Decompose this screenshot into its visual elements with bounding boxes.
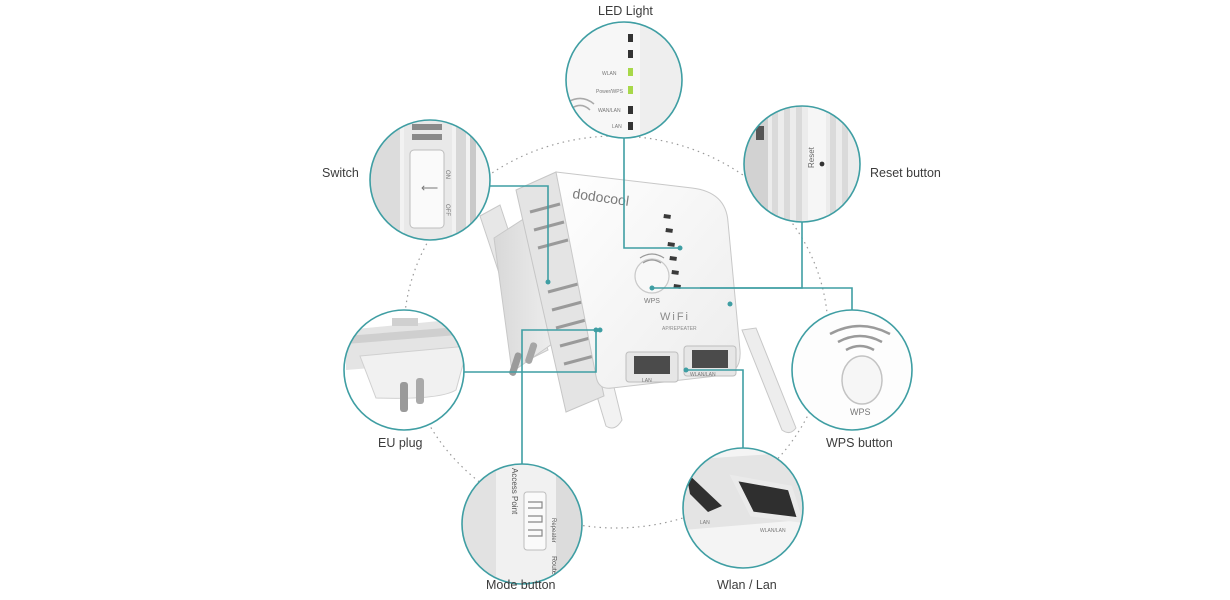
- router-device: dodocool WPS WiFi AP/REPEATER LAN WLAN/L…: [479, 171, 797, 434]
- led-wlan-label: WLAN: [602, 71, 617, 77]
- device-brand: dodocool: [572, 185, 631, 209]
- wlan-lan-panel: LAN WLAN/LAN: [682, 447, 804, 569]
- wps-button-face: [841, 355, 883, 405]
- reset-pinhole: [819, 161, 825, 167]
- reset-label: Reset: [807, 146, 816, 168]
- connector-lines: [464, 138, 853, 464]
- mode-router-label: Router: [550, 556, 557, 578]
- callout-reset-button: Reset button: [870, 166, 941, 180]
- eu-plug-panel: [343, 309, 465, 431]
- wlan-panel-right-label: WLAN/LAN: [760, 528, 786, 534]
- callout-switch: Switch: [322, 166, 359, 180]
- callout-led-light: LED Light: [598, 4, 653, 18]
- led-lan-label: LAN: [612, 124, 622, 130]
- callout-eu-plug: EU plug: [378, 436, 423, 450]
- device-wifi-label: WiFi: [660, 311, 690, 323]
- switch-off-label: OFF: [444, 204, 450, 216]
- callout-mode-button: Mode button: [486, 578, 556, 592]
- device-port-wlan-label: WLAN/LAN: [690, 372, 716, 378]
- led-power-wps-label: Power/WPS: [596, 89, 624, 95]
- device-port-wlan: WLAN/LAN: [683, 345, 737, 378]
- led-light-panel: WLAN Power/WPS WAN/LAN LAN: [565, 21, 683, 139]
- switch-panel: ⟵ ON OFF: [369, 119, 491, 241]
- callout-wps-button: WPS button: [826, 436, 893, 450]
- mode-button-panel: Access Point Repeater Router: [461, 463, 583, 585]
- wps-button-panel: WPS: [791, 309, 913, 431]
- mode-access-point-label: Access Point: [510, 468, 519, 515]
- wps-panel-label: WPS: [850, 407, 871, 417]
- device-port-lan: LAN: [625, 351, 679, 384]
- callout-wlan-lan: Wlan / Lan: [717, 578, 777, 592]
- mode-repeater-label: Repeater: [550, 518, 556, 543]
- device-model-text: AP/REPEATER: [662, 326, 697, 332]
- svg-text:⟵: ⟵: [421, 181, 438, 195]
- led-wan-lan-label: WAN/LAN: [598, 108, 621, 114]
- reset-button-panel: Reset: [743, 105, 861, 223]
- wlan-panel-left-label: LAN: [700, 520, 710, 526]
- device-wps-button: [634, 258, 670, 294]
- device-port-lan-label: LAN: [642, 378, 652, 384]
- switch-on-label: ON: [444, 170, 450, 179]
- device-wps-label: WPS: [644, 298, 660, 305]
